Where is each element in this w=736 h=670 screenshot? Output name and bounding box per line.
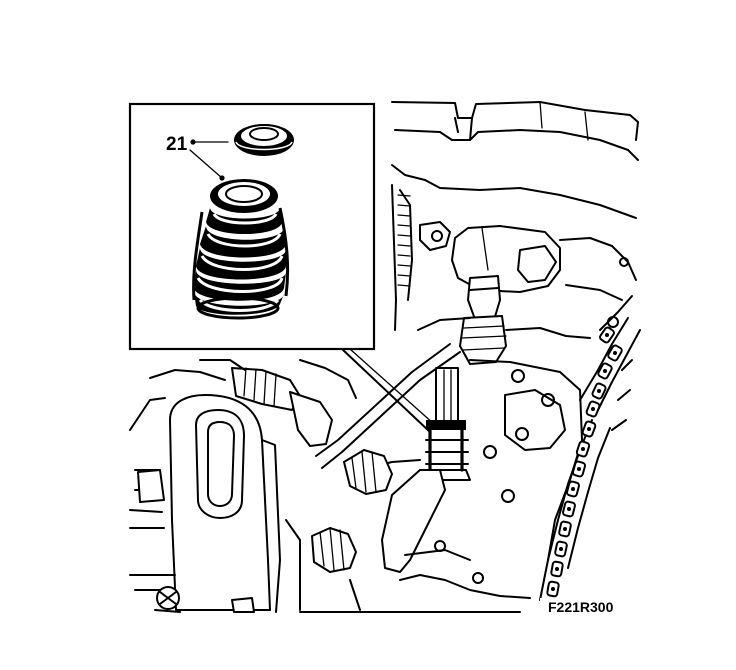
leader-line bbox=[341, 348, 431, 433]
valve-stem-seal bbox=[234, 124, 294, 156]
timing-chain bbox=[546, 295, 641, 598]
detail-inset: 21 bbox=[128, 102, 435, 433]
cylinder-head-drawing bbox=[129, 101, 641, 613]
lifting-bracket bbox=[169, 394, 281, 613]
figure-code: F221R300 bbox=[548, 599, 614, 615]
valve-spring bbox=[192, 179, 290, 320]
part-number-label: 21 bbox=[166, 134, 188, 155]
